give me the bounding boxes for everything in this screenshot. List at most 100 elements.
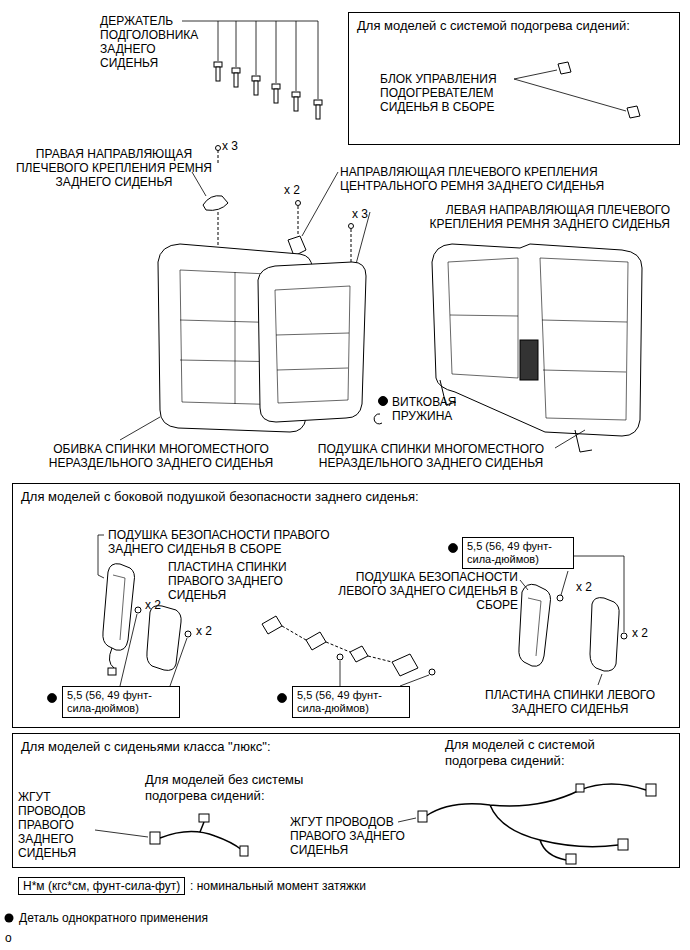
headrest-holder: [292, 92, 300, 97]
seat-back-cushion: [448, 258, 628, 420]
part-label: ПОДУШКА БЕЗОПАСНОСТИ ПРАВОГО ЗАДНЕГО СИД…: [108, 528, 358, 556]
part-label: ОБИВКА СПИНКИ МНОГОМЕСТНОГО НЕРАЗДЕЛЬНОГ…: [30, 442, 292, 470]
quantity-label: x 3: [222, 139, 238, 153]
side-airbag: [103, 564, 135, 651]
headrest-holder: [272, 84, 280, 89]
side-airbag: [557, 595, 563, 601]
side-airbag: [113, 575, 125, 640]
headrest-holder: [254, 81, 258, 95]
wire-harness: [576, 784, 584, 792]
headrest-holder: [314, 100, 322, 105]
part-label: БЛОК УПРАВЛЕНИЯ ПОДОГРЕВАТЕЛЕМ СИДЕНЬЯ В…: [380, 72, 515, 114]
torque-box: 5,5 (56, 49 фунт-сила-дюймов): [62, 686, 180, 718]
coil-spring: [374, 414, 382, 424]
headrest-holder: [294, 97, 298, 111]
torque-leader: [120, 614, 187, 686]
side-airbag: [429, 669, 435, 675]
quantity-label: x 2: [196, 624, 212, 638]
torque-leader: [278, 694, 287, 703]
side-airbag: [282, 626, 392, 662]
single-use-mark: [5, 914, 14, 923]
side-airbag: [337, 654, 343, 660]
heater-control-unit: [627, 106, 640, 118]
torque-leader: [48, 544, 625, 703]
headrest-holder: [316, 105, 320, 119]
wire-harness: [199, 814, 209, 822]
part-label: ПЛАСТИНА СПИНКИ ПРАВОГО ЗАДНЕГО СИДЕНЬЯ: [168, 560, 318, 602]
quantity-label: x 2: [576, 580, 592, 594]
legend-text: Деталь однократного применения: [19, 911, 208, 925]
side-airbag: [185, 631, 191, 637]
wire-harness: [566, 854, 576, 864]
wire-harness: [618, 839, 628, 850]
part-label: НАПРАВЛЯЮЩАЯ ПЛЕЧЕВОГО КРЕПЛЕНИЯ ЦЕНТРАЛ…: [340, 165, 650, 193]
headrest-holder: [252, 76, 260, 81]
side-airbag: [519, 584, 551, 666]
side-airbag: [108, 668, 116, 675]
belt-guide: [216, 146, 221, 151]
seat-back-cover: [275, 286, 350, 403]
heater-control-unit: [514, 62, 640, 118]
seat-back-cushion: [432, 244, 642, 436]
heater-control-unit: [514, 70, 626, 111]
torque-leader: [449, 544, 458, 553]
part-label: ПОДУШКА СПИНКИ МНОГОМЕСТНОГО НЕРАЗДЕЛЬНО…: [300, 442, 562, 470]
wire-harness: [418, 811, 427, 822]
panel-heading: Для моделей с боковой подушкой безопасно…: [21, 489, 671, 505]
wire-harness: [646, 784, 656, 796]
box-text: Н*м (кгс*см, фунт-сила-фут): [23, 879, 180, 893]
panel-heading: Для моделей с системой подогрева сидений…: [357, 18, 671, 34]
seat-back-cover: [120, 244, 366, 440]
seat-back-cushion: [520, 340, 538, 380]
wire-harness: [240, 846, 248, 856]
belt-guide: [349, 224, 354, 229]
part-label: ПЛАСТИНА СПИНКИ ЛЕВОГО ЗАДНЕГО СИДЕНЬЯ: [470, 688, 670, 716]
side-airbag: [590, 598, 619, 672]
belt-guide: [218, 150, 219, 165]
headrest-holder: [214, 62, 222, 67]
quantity-label: x 2: [145, 598, 161, 612]
side-airbag: [135, 607, 141, 613]
quantity-label: x 2: [284, 183, 300, 197]
box-text: 5,5 (56, 49 фунт-сила-дюймов): [467, 540, 569, 566]
headrest-holder: [182, 21, 322, 119]
note-label: Для моделей без системы подогрева сидени…: [145, 772, 345, 804]
side-airbag: [528, 598, 541, 656]
torque-leader: [48, 694, 57, 703]
part-label: ДЕРЖАТЕЛЬ ПОДГОЛОВНИКА ЗАДНЕГО СИДЕНЬЯ: [100, 14, 200, 70]
torque-leader: [340, 661, 429, 686]
wire-harness: [160, 822, 242, 850]
seat-back-cover: [258, 262, 366, 422]
note-label: Для моделей с системой подогрева сидений…: [445, 737, 645, 769]
wire-harness: [150, 832, 160, 844]
headrest-holder: [182, 21, 318, 99]
headrest-holder: [232, 68, 240, 73]
quantity-label: x 3: [352, 207, 368, 221]
side-airbag: [109, 648, 114, 668]
side-airbag: [621, 633, 627, 639]
single-use-mark: [5, 914, 14, 923]
seat-back-cushion: [440, 380, 592, 452]
coil-spring: [374, 397, 387, 424]
part-label: ЖГУТ ПРОВОДОВ ПРАВОГО ЗАДНЕГО СИДЕНЬЯ: [290, 815, 440, 857]
quantity-label: x 2: [632, 626, 648, 640]
box-text: 5,5 (56, 49 фунт-сила-дюймов): [67, 689, 175, 715]
part-label: ПОДУШКА БЕЗОПАСНОСТИ ЛЕВОГО ЗАДНЕГО СИДЕ…: [318, 570, 518, 612]
torque-leader: [561, 556, 624, 632]
headrest-holder: [234, 73, 238, 87]
side-airbag: [98, 535, 627, 685]
heater-control-unit: [558, 62, 571, 74]
wire-harness: [398, 818, 416, 822]
belt-guide: [203, 196, 228, 211]
legend-text: : номинальный момент затяжки: [190, 879, 366, 893]
seat-back-cover: [120, 417, 160, 440]
headrest-holder: [216, 67, 220, 81]
headrest-holder: [274, 89, 278, 103]
side-airbag: [98, 535, 104, 578]
wire-harness: [95, 830, 148, 837]
coil-spring: [379, 397, 388, 406]
box-text: 5,5 (56, 49 фунт-сила-дюймов): [297, 689, 405, 715]
wire-harness: [426, 784, 646, 860]
part-label: ЖГУТ ПРОВОДОВ ПРАВОГО ЗАДНЕГО СИДЕНЬЯ: [18, 790, 98, 860]
